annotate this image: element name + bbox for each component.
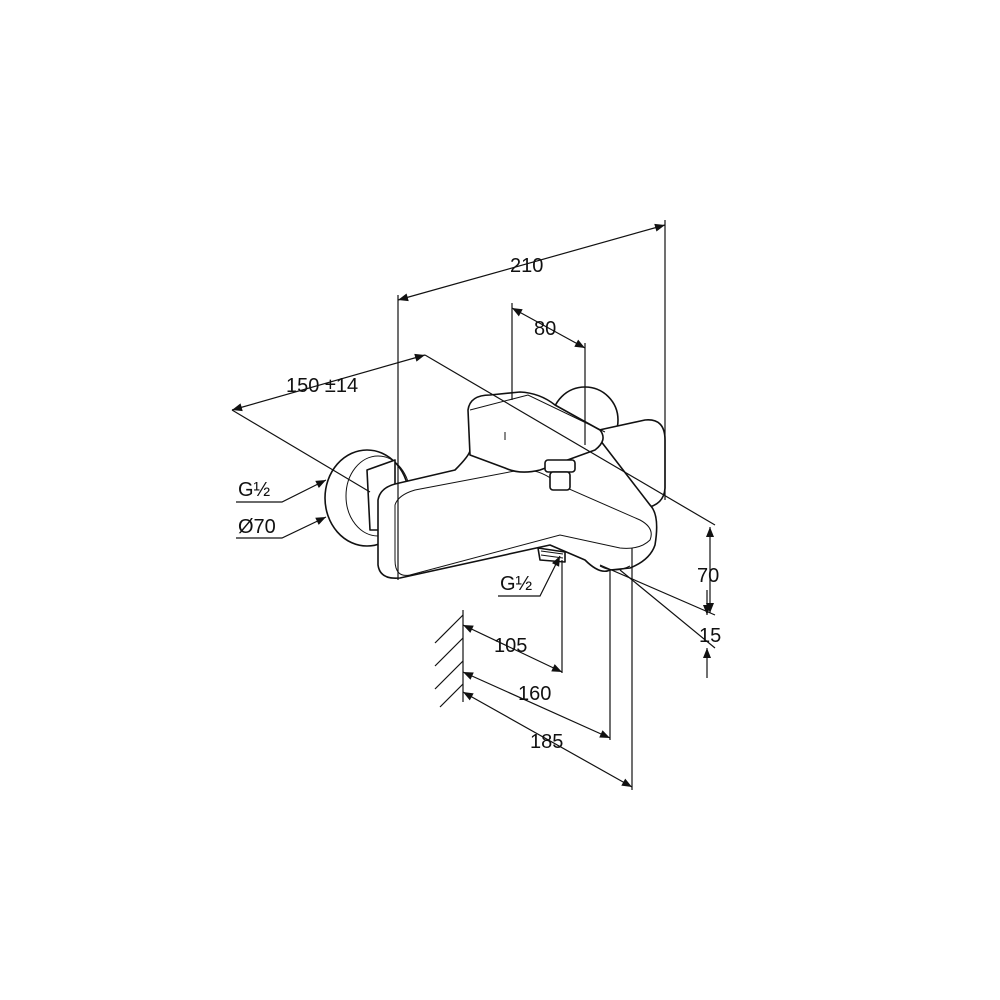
callout-inlet-thread: G½: [236, 479, 327, 503]
dimension-105: 105: [462, 560, 563, 673]
label-15: 15: [699, 625, 721, 647]
callout-outlet-thread: G½: [498, 555, 561, 597]
label-70: 70: [697, 565, 719, 587]
label-inlet-thread: G½: [238, 479, 271, 501]
dimension-80: 80: [511, 303, 586, 445]
wall-hatch: [434, 610, 464, 708]
label-185: 185: [530, 731, 563, 753]
label-160: 160: [518, 683, 551, 705]
dimension-70: 70: [599, 527, 719, 649]
label-outlet-thread: G½: [500, 573, 533, 595]
label-210: 210: [510, 255, 543, 277]
label-105: 105: [494, 635, 527, 657]
dimension-15: 15: [699, 590, 721, 678]
callout-escutcheon-diameter: Ø70: [236, 516, 327, 539]
handle-lever: [467, 391, 606, 491]
dimension-185: 185: [462, 548, 633, 790]
label-80: 80: [534, 318, 556, 340]
dimension-150: 150 ±14: [231, 353, 716, 526]
mixer-body: [377, 439, 658, 580]
label-150: 150 ±14: [286, 375, 358, 397]
label-diameter: Ø70: [238, 516, 276, 538]
dimension-210: 210: [397, 220, 666, 580]
